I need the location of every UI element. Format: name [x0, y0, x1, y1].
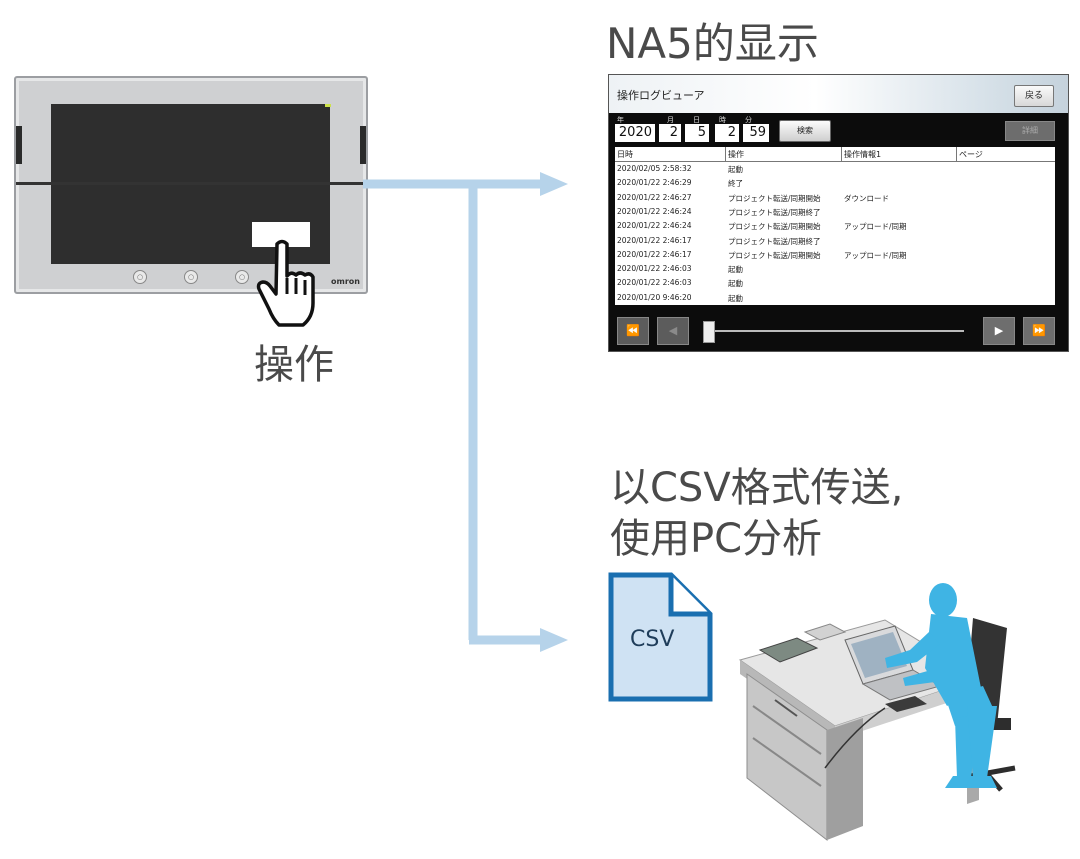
column-header-datetime: 日時 — [617, 150, 633, 159]
cell-datetime: 2020/01/22 2:46:03 — [617, 264, 692, 274]
table-row[interactable]: 2020/01/22 2:46:17 プロジェクト転送/同期開始 アップロード/同期 — [615, 248, 1055, 262]
arrow-head-csv — [540, 628, 568, 652]
cell-datetime: 2020/01/22 2:46:24 — [617, 221, 692, 231]
first-page-icon[interactable]: ⏪ — [617, 317, 649, 345]
year-label: 年 — [617, 116, 624, 124]
cell-datetime: 2020/01/20 9:46:20 — [617, 292, 692, 302]
viewer-title: 操作ログビューア — [617, 89, 705, 102]
cell-datetime: 2020/01/22 2:46:29 — [617, 178, 692, 188]
cell-datetime: 2020/02/05 2:58:32 — [617, 164, 692, 173]
hmi-status-led — [325, 104, 331, 107]
prev-page-icon[interactable]: ◀ — [657, 317, 689, 345]
column-header-info: 操作情報1 — [844, 150, 882, 159]
hour-field[interactable]: 2 — [715, 124, 739, 142]
person-figure — [885, 583, 997, 788]
hmi-button-1[interactable]: ○ — [133, 270, 147, 284]
search-button[interactable]: 検索 — [779, 120, 831, 142]
hmi-device: ○ ○ ○ omron — [14, 76, 368, 294]
brand-logo: omron — [331, 277, 360, 286]
desk-pc-illustration — [738, 583, 1016, 842]
cell-info: アップロード/同期 — [844, 222, 907, 232]
csv-caption-line2: 使用PC分析 — [610, 516, 823, 562]
cell-operation: 起動 — [728, 279, 743, 289]
cell-datetime: 2020/01/22 2:46:24 — [617, 206, 692, 216]
minute-label: 分 — [745, 116, 752, 124]
page-slider-track[interactable] — [709, 330, 964, 332]
cell-datetime: 2020/01/22 2:46:17 — [617, 249, 692, 259]
table-header: 日時 操作 操作情報1 ページ — [615, 147, 1055, 162]
month-field[interactable]: 2 — [659, 124, 681, 142]
csv-file-label: CSV — [630, 627, 675, 652]
table-row[interactable]: 2020/02/05 2:58:32 起動 — [615, 162, 1055, 176]
next-page-icon[interactable]: ▶ — [983, 317, 1015, 345]
table-body: 2020/02/05 2:58:32 起動 2020/01/22 2:46:29 終了… — [615, 162, 1055, 305]
cell-operation: プロジェクト転送/同期終了 — [728, 236, 821, 246]
year-field[interactable]: 2020 — [615, 124, 655, 142]
table-row[interactable]: 2020/01/22 2:46:29 終了 — [615, 176, 1055, 190]
cell-operation: プロジェクト転送/同期終了 — [728, 207, 821, 217]
table-row[interactable]: 2020/01/22 2:46:27 プロジェクト転送/同期開始 ダウンロード — [615, 191, 1055, 205]
display-title: NA5的显示 — [606, 19, 819, 68]
last-page-icon[interactable]: ⏩ — [1023, 317, 1055, 345]
hmi-side-bar-left — [16, 126, 22, 164]
table-row[interactable]: 2020/01/22 2:46:24 プロジェクト転送/同期終了 — [615, 205, 1055, 219]
viewer-navigation: ⏪ ◀ ▶ ⏩ — [609, 307, 1068, 351]
csv-file-icon — [608, 572, 713, 702]
table-row[interactable]: 2020/01/22 2:46:03 起動 — [615, 276, 1055, 290]
column-header-page: ページ — [959, 150, 983, 159]
cell-operation: 起動 — [728, 165, 743, 174]
hmi-stripe — [16, 182, 366, 185]
detail-button[interactable]: 詳細 — [1005, 121, 1055, 141]
cell-datetime: 2020/01/22 2:46:17 — [617, 235, 692, 245]
table-row[interactable]: 2020/01/20 9:46:20 起動 — [615, 291, 1055, 305]
day-field[interactable]: 5 — [685, 124, 709, 142]
csv-caption-line1: 以CSV格式传送, — [610, 465, 904, 511]
operation-log-viewer: 操作ログビューア 戻る 年 月 日 時 分 2020 2 5 2 59 検索 詳… — [608, 74, 1069, 352]
cell-operation: 起動 — [728, 265, 743, 275]
month-label: 月 — [667, 116, 674, 124]
back-button[interactable]: 戻る — [1014, 85, 1054, 107]
column-header-operation: 操作 — [728, 150, 744, 159]
cell-operation: 起動 — [728, 293, 743, 303]
cell-operation: 終了 — [728, 179, 743, 189]
cell-info: ダウンロード — [844, 193, 889, 203]
cell-datetime: 2020/01/22 2:46:27 — [617, 192, 692, 202]
day-label: 日 — [693, 116, 700, 124]
hmi-side-bar-right — [360, 126, 366, 164]
page-slider-thumb[interactable] — [703, 321, 715, 343]
viewer-header: 操作ログビューア 戻る — [609, 75, 1068, 113]
cell-info: アップロード/同期 — [844, 250, 907, 260]
hand-pointer-icon — [256, 239, 315, 327]
hmi-button-3[interactable]: ○ — [235, 270, 249, 284]
table-row[interactable]: 2020/01/22 2:46:03 起動 — [615, 262, 1055, 276]
arrow-head-display — [540, 172, 568, 196]
table-row[interactable]: 2020/01/22 2:46:24 プロジェクト転送/同期開始 アップロード/同期 — [615, 219, 1055, 233]
cell-operation: プロジェクト転送/同期開始 — [728, 250, 821, 260]
cell-operation: プロジェクト転送/同期開始 — [728, 222, 821, 232]
cell-datetime: 2020/01/22 2:46:03 — [617, 278, 692, 288]
hmi-button-2[interactable]: ○ — [184, 270, 198, 284]
hour-label: 時 — [719, 116, 726, 124]
table-row[interactable]: 2020/01/22 2:46:17 プロジェクト転送/同期終了 — [615, 234, 1055, 248]
minute-field[interactable]: 59 — [743, 124, 769, 142]
operation-label: 操作 — [254, 342, 334, 388]
cell-operation: プロジェクト転送/同期開始 — [728, 193, 821, 203]
